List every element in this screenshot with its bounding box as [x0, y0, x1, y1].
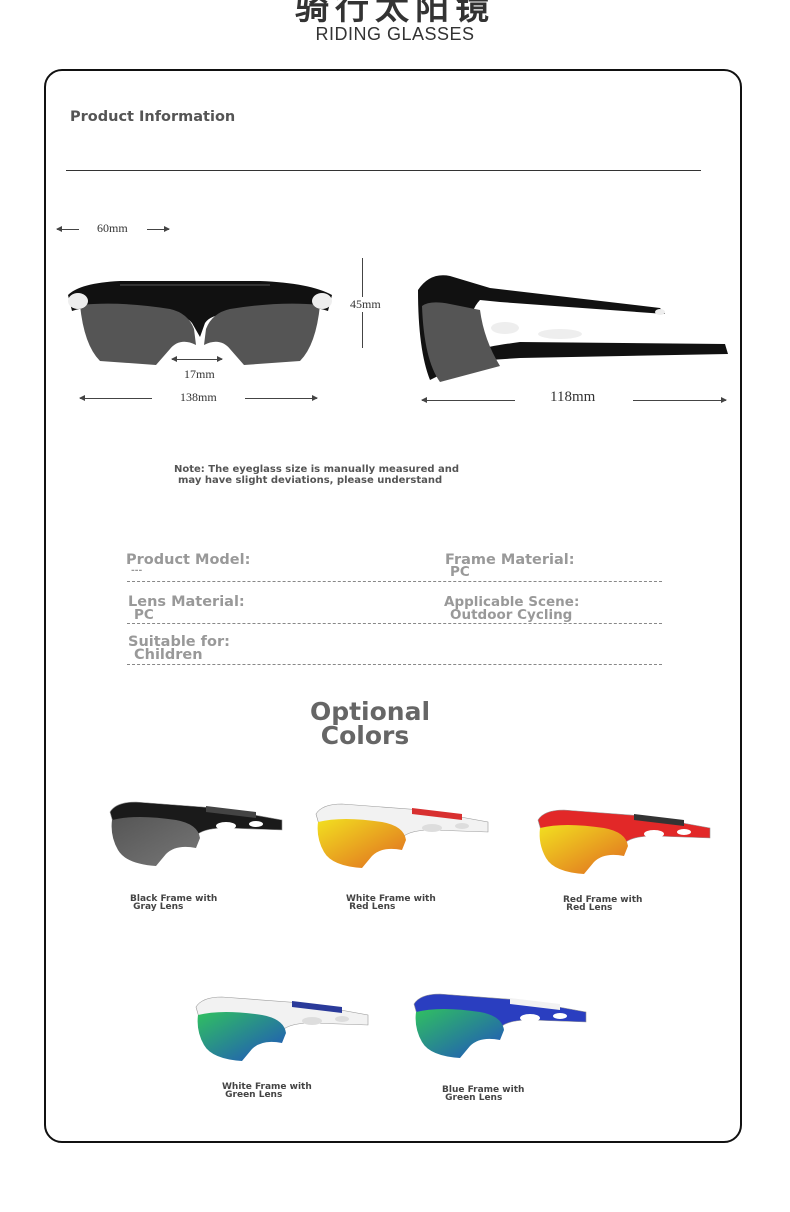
spec-scene-label: Applicable Scene: [444, 594, 580, 610]
width-arrow-left [56, 226, 79, 232]
note-line-1: Note: The eyeglass size is manually meas… [174, 464, 460, 475]
front-view-glasses-image [68, 281, 332, 365]
bridge-arrow [171, 356, 223, 362]
variant-label: Black Frame with Gray Lens [130, 894, 218, 912]
note-line-2: may have slight deviations, please under… [178, 475, 443, 486]
variant-glasses-image [109, 801, 283, 866]
frame-width-arrow-right [245, 395, 318, 401]
spec-lens-value: PC [134, 607, 154, 623]
header-title: 骑行太阳镜 [295, 0, 495, 28]
spec-row-rule [127, 623, 662, 624]
spec-model-value: --- [131, 566, 143, 576]
variant-label: Blue Frame with Green Lens [442, 1085, 525, 1103]
width-arrow-right [147, 226, 170, 232]
variant-glasses-image [413, 993, 587, 1058]
spec-suitable-value: Children [134, 647, 203, 663]
product-card [44, 69, 742, 1143]
variant-label: White Frame with Red Lens [346, 894, 436, 912]
spec-row-rule [127, 581, 662, 582]
spec-lens-label: Lens Material: [128, 594, 245, 610]
variant-glasses-image [537, 809, 711, 874]
spec-row-rule [127, 664, 662, 665]
colors-title-line-1: Optional [309, 697, 431, 726]
colors-title-line-2: Colors [320, 721, 410, 750]
height-label: 45mm [349, 297, 382, 312]
header-subtitle: RIDING GLASSES [315, 24, 475, 44]
spec-frame-label: Frame Material: [445, 552, 575, 568]
variant-glasses-image [315, 803, 489, 868]
variant-label: Red Frame with Red Lens [563, 895, 643, 913]
variant-label: White Frame with Green Lens [222, 1082, 312, 1100]
section-title: Product Information [70, 109, 236, 125]
optional-colors-title: Optional Colors [0, 697, 740, 750]
bridge-label: 17mm [184, 367, 215, 381]
frame-width-arrow-left [79, 395, 152, 401]
spec-scene-value: Outdoor Cycling [450, 607, 573, 623]
width-label: 60mm [97, 221, 128, 235]
frame-width-label: 138mm [180, 390, 217, 404]
side-view-glasses-image [418, 275, 728, 382]
spec-frame-value: PC [450, 564, 470, 580]
section-divider [66, 170, 701, 171]
temple-length-label: 118mm [550, 389, 596, 405]
temple-arrow-left [421, 397, 515, 403]
spec-suitable-label: Suitable for: [128, 634, 230, 650]
temple-arrow-right [633, 397, 727, 403]
spec-model-label: Product Model: [126, 552, 251, 568]
variant-glasses-image [195, 996, 369, 1061]
measurement-note: Note: The eyeglass size is manually meas… [174, 464, 459, 486]
